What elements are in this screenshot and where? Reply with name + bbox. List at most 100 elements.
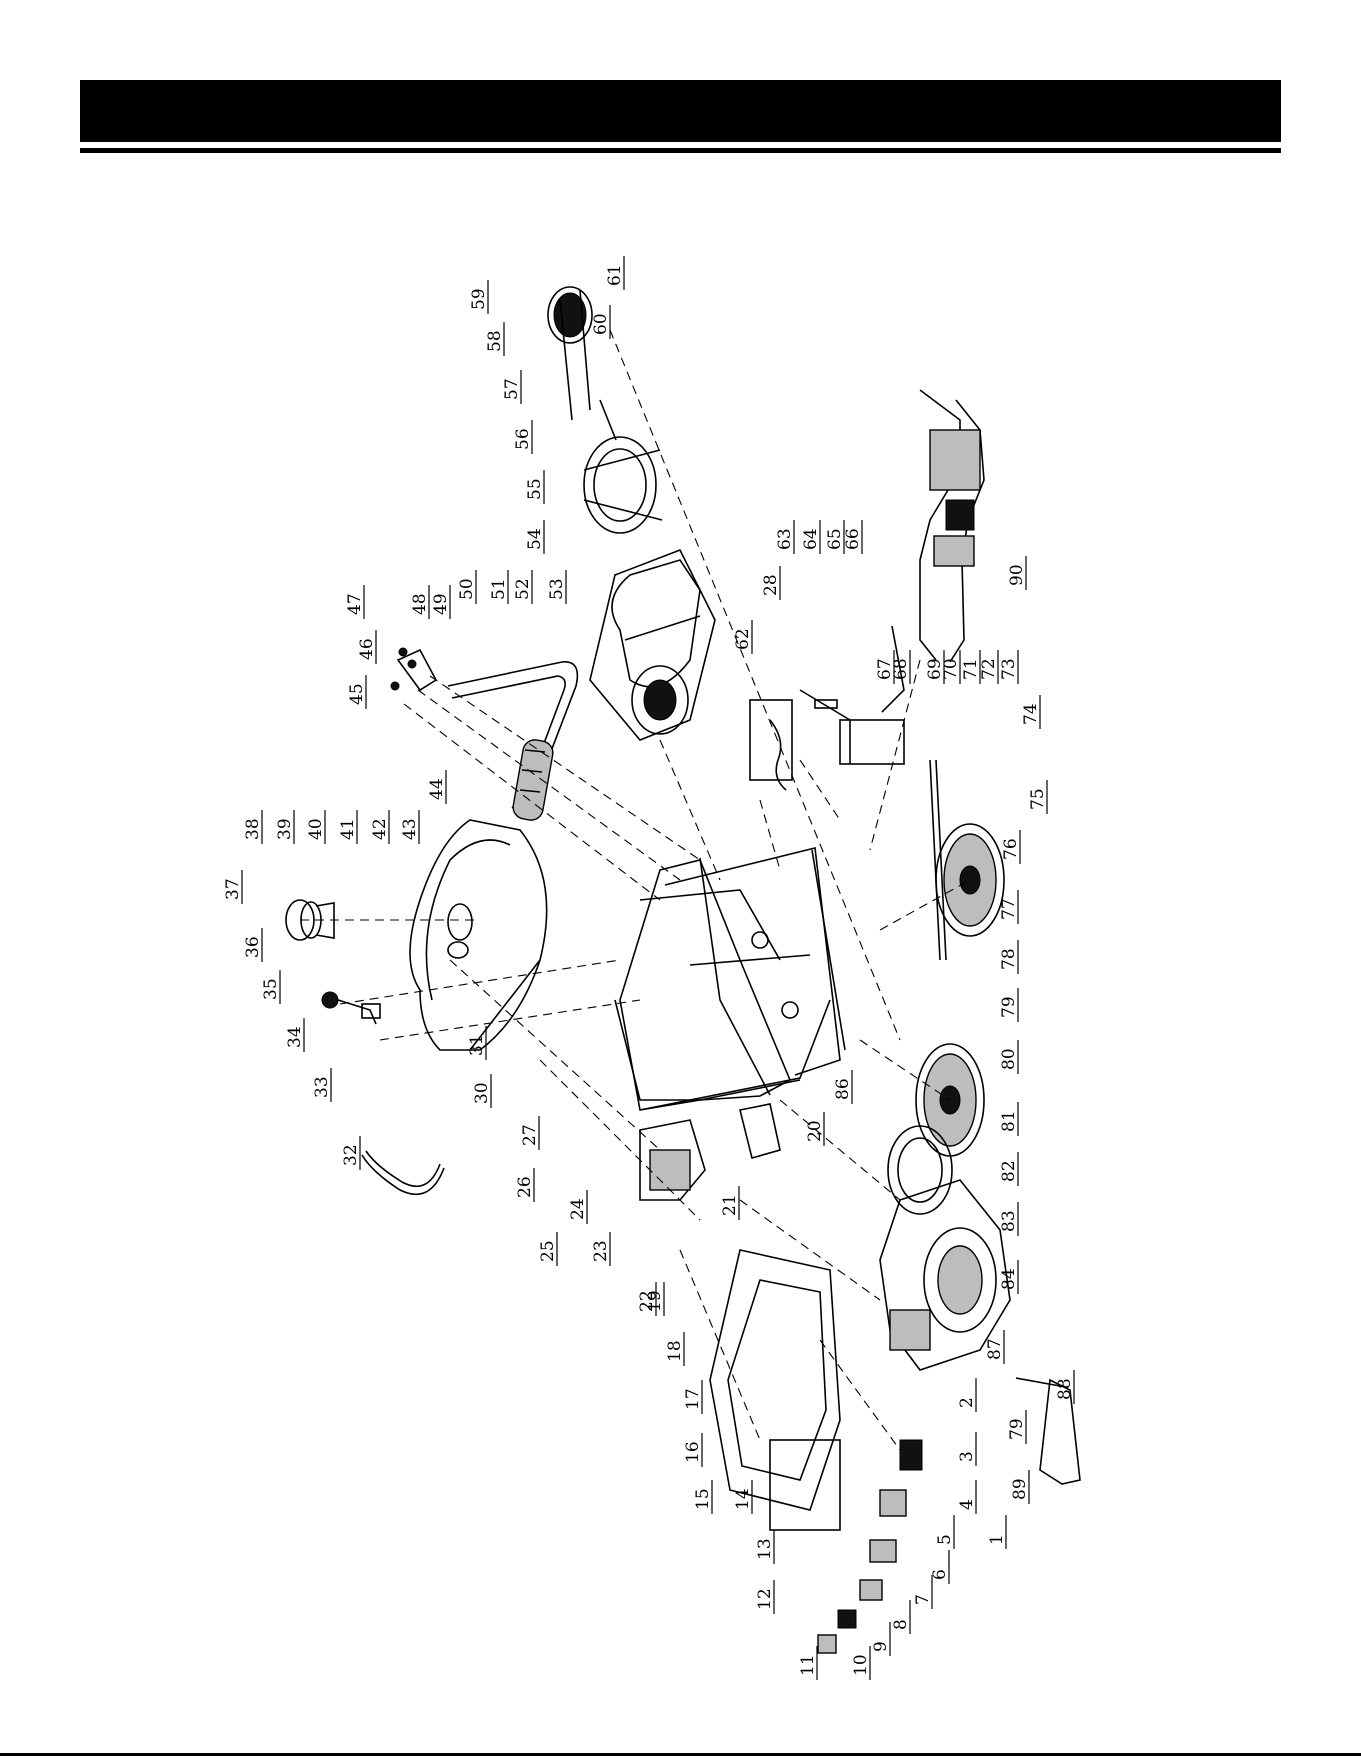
callout-number: 51 xyxy=(489,578,509,600)
callout-37: 37 xyxy=(223,870,243,904)
callout-77: 77 xyxy=(999,890,1019,924)
callout-number: 46 xyxy=(357,638,377,660)
callout-number: 68 xyxy=(891,658,911,680)
callout-number: 2 xyxy=(957,1397,977,1408)
callout-number: 50 xyxy=(457,578,477,600)
callout-number: 18 xyxy=(665,1340,685,1362)
callout-52: 52 xyxy=(513,570,533,604)
callout-64: 64 xyxy=(801,520,821,554)
callout-21: 21 xyxy=(720,1186,740,1220)
callout-49: 49 xyxy=(431,585,451,619)
callout-number: 24 xyxy=(568,1198,588,1220)
callout-62: 62 xyxy=(733,620,753,654)
wheel-upper xyxy=(936,824,1004,936)
callout-82: 82 xyxy=(999,1152,1019,1186)
callout-5: 5 xyxy=(935,1515,955,1549)
callout-60: 60 xyxy=(591,305,611,339)
handle-bar xyxy=(448,662,577,812)
callout-number: 66 xyxy=(843,528,863,550)
callout-number: 16 xyxy=(683,1441,703,1463)
muffler xyxy=(920,390,984,662)
callout-6: 6 xyxy=(930,1550,950,1584)
callout-20: 20 xyxy=(805,1112,825,1146)
rear-cover xyxy=(548,287,616,440)
callout-number: 77 xyxy=(999,898,1019,920)
alternator xyxy=(590,550,715,740)
callout-53: 53 xyxy=(547,570,567,604)
callout-12: 12 xyxy=(755,1580,775,1614)
mounting-bracket xyxy=(740,1104,780,1158)
callout-number: 53 xyxy=(547,578,567,600)
callout-59: 59 xyxy=(469,280,489,314)
callout-28: 28 xyxy=(761,566,781,600)
callout-number: 26 xyxy=(515,1176,535,1198)
callout-38: 38 xyxy=(243,810,263,844)
callout-number: 40 xyxy=(306,818,326,840)
fuel-tank xyxy=(410,820,547,1050)
callout-18: 18 xyxy=(665,1332,685,1366)
callout-number: 80 xyxy=(999,1048,1019,1070)
callout-80: 80 xyxy=(999,1040,1019,1074)
callout-number: 88 xyxy=(1055,1378,1075,1400)
callout-1: 1 xyxy=(987,1515,1007,1549)
fuel-valve xyxy=(322,992,380,1024)
callout-3: 3 xyxy=(957,1432,977,1466)
recoil-starter xyxy=(888,1126,952,1214)
callout-48: 48 xyxy=(410,585,430,619)
callout-number: 86 xyxy=(833,1078,853,1100)
callout-number: 81 xyxy=(999,1110,1019,1132)
callout-number: 14 xyxy=(733,1488,753,1510)
callout-number: 57 xyxy=(502,378,522,400)
stator-housing xyxy=(584,437,662,533)
callout-number: 38 xyxy=(243,818,263,840)
callout-number: 15 xyxy=(693,1488,713,1510)
callout-number: 89 xyxy=(1010,1478,1030,1500)
callout-number: 25 xyxy=(538,1240,558,1262)
callout-90: 90 xyxy=(1007,556,1027,590)
callout-54: 54 xyxy=(525,520,545,554)
callout-number: 41 xyxy=(338,818,358,840)
callout-86: 86 xyxy=(833,1070,853,1104)
callout-number: 54 xyxy=(525,528,545,550)
callout-23: 23 xyxy=(591,1232,611,1266)
callout-number: 36 xyxy=(243,936,263,958)
callout-number: 62 xyxy=(733,628,753,650)
callout-84: 84 xyxy=(999,1260,1019,1294)
callout-number: 64 xyxy=(801,528,821,550)
callout-50: 50 xyxy=(457,570,477,604)
callout-number: 28 xyxy=(761,574,781,596)
callout-88: 88 xyxy=(1055,1370,1075,1404)
callout-45: 45 xyxy=(347,675,367,709)
callout-32: 32 xyxy=(341,1136,361,1170)
callout-number: 48 xyxy=(410,593,430,615)
callout-8: 8 xyxy=(891,1600,911,1634)
callout-46: 46 xyxy=(357,630,377,664)
callout-number: 30 xyxy=(472,1082,492,1104)
callout-number: 52 xyxy=(513,578,533,600)
callout-number: 1 xyxy=(987,1534,1007,1545)
callout-79: 79 xyxy=(999,988,1019,1022)
callout-number: 83 xyxy=(999,1210,1019,1232)
callout-76: 76 xyxy=(1001,830,1021,864)
callout-75: 75 xyxy=(1028,780,1048,814)
callout-number: 79 xyxy=(999,996,1019,1018)
callout-number: 11 xyxy=(798,1654,818,1676)
wiring xyxy=(750,700,792,790)
callout-14: 14 xyxy=(733,1480,753,1514)
callout-22: 22 xyxy=(637,1282,657,1316)
callout-57: 57 xyxy=(502,370,522,404)
callout-number: 10 xyxy=(851,1654,871,1676)
callout-65: 65 xyxy=(825,520,845,554)
callout-number: 4 xyxy=(957,1499,977,1510)
callout-81: 81 xyxy=(999,1102,1019,1136)
callout-number: 49 xyxy=(431,593,451,615)
callout-36: 36 xyxy=(243,928,263,962)
handle-grip xyxy=(511,738,554,822)
callout-63: 63 xyxy=(775,520,795,554)
assembly-lines xyxy=(300,330,970,1450)
callout-number: 72 xyxy=(979,658,999,680)
callout-number: 56 xyxy=(513,428,533,450)
callout-number: 35 xyxy=(261,978,281,1000)
callout-16: 16 xyxy=(683,1433,703,1467)
callout-number: 39 xyxy=(275,818,295,840)
